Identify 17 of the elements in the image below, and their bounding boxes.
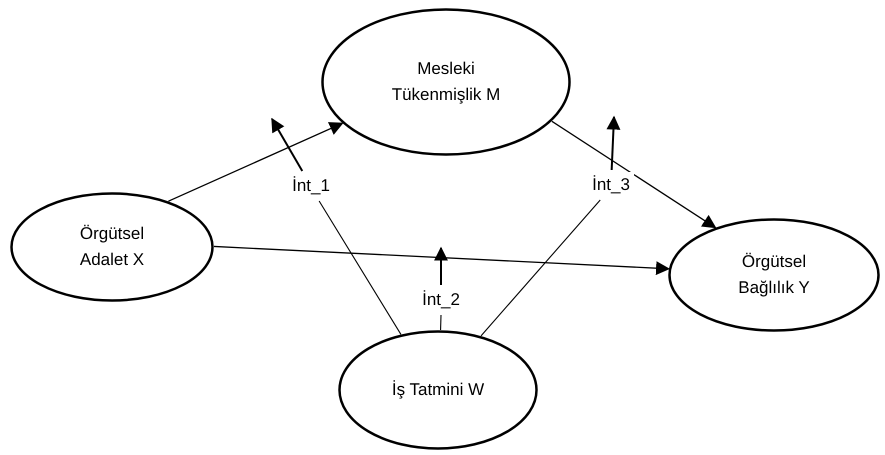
connector-line: [480, 200, 601, 336]
connector-line: [318, 200, 402, 335]
arrow: [552, 120, 716, 228]
node-text: Mesleki Tükenmişlik M: [390, 58, 502, 106]
pointer-arrow: [606, 116, 620, 170]
variable-ellipse: [668, 218, 880, 332]
connector-line: [440, 314, 442, 330]
node-text: İş Tatmini W: [392, 378, 484, 401]
pointer-arrow: [434, 246, 448, 285]
variable-ellipse: [338, 330, 538, 450]
arrow: [168, 122, 344, 202]
node-text: Örgütsel Bağlılık Y: [737, 250, 811, 299]
pointer-arrow: [271, 118, 304, 172]
variable-ellipse: [321, 8, 571, 156]
variable-ellipse: [10, 192, 214, 302]
arrow: [214, 246, 670, 276]
node-text: Örgütsel Adalet X: [78, 222, 146, 271]
